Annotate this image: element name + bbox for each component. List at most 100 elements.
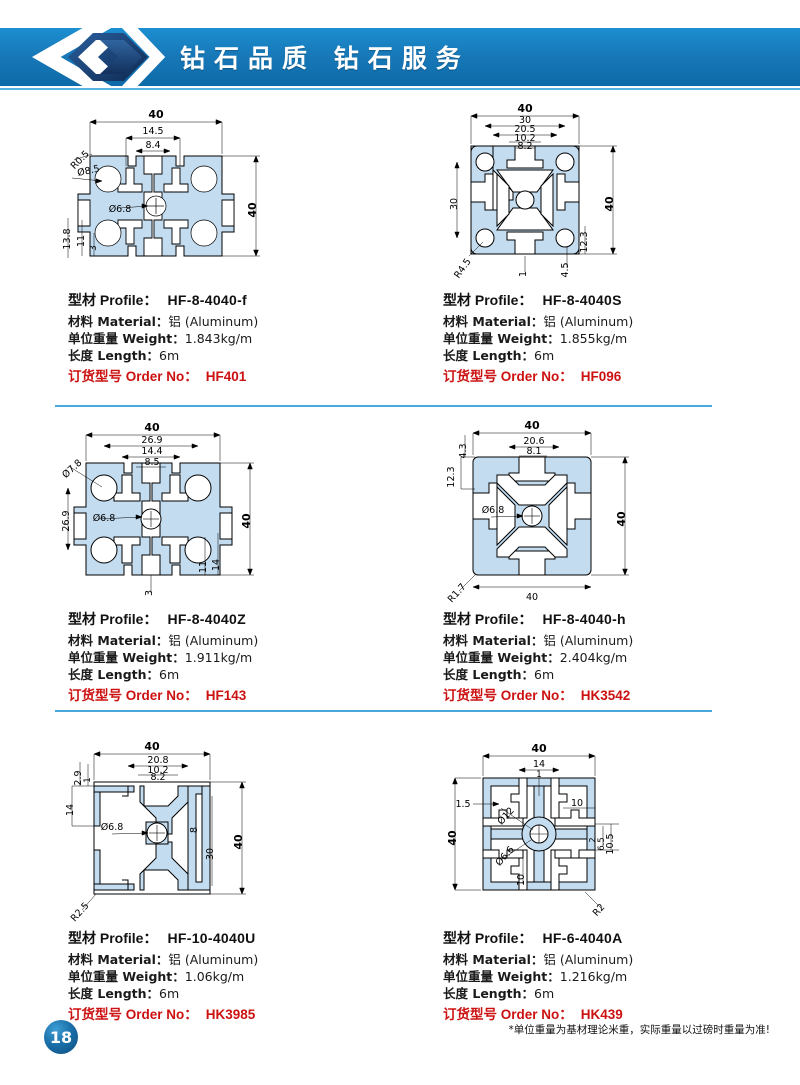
material-value: 铝 (Aluminum) <box>543 633 634 648</box>
profile-value: HF-8-4040-h <box>542 611 626 627</box>
material-value: 铝 (Aluminum) <box>543 952 634 967</box>
dim-40-width: 40 <box>144 740 160 753</box>
material-label: 材料 Material： <box>443 952 544 967</box>
dim-20-6: 20.6 <box>523 436 544 447</box>
dim-r2-5: R2.5 <box>69 901 92 924</box>
dim-40-height: 40 <box>603 196 616 212</box>
material-label: 材料 Material： <box>443 633 544 648</box>
weight-label: 单位重量 Weight： <box>68 650 185 665</box>
dim-10-2: 10.2 <box>147 765 168 776</box>
banner-title: 钻石品质 钻石服务 <box>180 44 470 73</box>
order-label: 订货型号 Order No： <box>443 688 573 703</box>
product-info-6: 型材 Profile：HF-6-4040A 材料 Material：铝 (Alu… <box>435 928 755 1025</box>
dim-26-9-left: 26.9 <box>61 510 72 531</box>
order-value: HK3542 <box>580 688 631 703</box>
dim-d7-8: Ø7.8 <box>60 457 84 480</box>
dim-40-height: 40 <box>246 202 259 218</box>
dim-14-4: 14.4 <box>141 446 162 457</box>
banner-underline <box>0 88 800 90</box>
dim-2: 2 <box>588 837 597 842</box>
product-card-5: 40 20.8 10.2 8.2 2.9 1 14 Ø6.8 8 30 40 R… <box>60 734 380 1025</box>
profile-value: HF-10-4040U <box>167 930 256 946</box>
dim-40-width: 40 <box>517 102 533 115</box>
weight-value: 2.404kg/m <box>559 650 628 665</box>
footer-note: *单位重量为基材理论米重，实际重量以过磅时重量为准! <box>508 1024 770 1036</box>
page-number-badge: 18 <box>44 1020 78 1054</box>
dim-1: 1 <box>518 271 529 277</box>
order-label: 订货型号 Order No： <box>443 369 573 384</box>
material-label: 材料 Material： <box>68 633 169 648</box>
dim-12-3: 12.3 <box>446 466 457 487</box>
dim-30: 30 <box>205 848 216 860</box>
profile-value: HF-8-4040S <box>542 292 622 308</box>
profile-line: 型材 Profile：HF-6-4040A <box>443 928 755 949</box>
dim-r2: R2 <box>591 902 608 919</box>
dim-8-2: 8.2 <box>150 772 165 783</box>
dim-10-2: 10.2 <box>514 133 535 144</box>
dim-4-3: 4.3 <box>458 443 469 458</box>
material-value: 铝 (Aluminum) <box>168 314 259 329</box>
profile-line: 型材 Profile：HF-8-4040-f <box>68 290 380 311</box>
order-line: 订货型号 Order No： HF401 <box>68 367 380 387</box>
product-card-3: 40 26.9 14.4 8.5 Ø7.8 Ø6.8 26.9 40 11 14… <box>60 415 380 706</box>
dim-8-2: 8.2 <box>517 141 532 152</box>
product-card-1: 40 14.5 8.4 R0.5 Ø8.5 Ø6.8 13.8 11 3 40 <box>60 96 380 387</box>
length-value: 6m <box>159 986 180 1001</box>
profile-value: HF-8-4040-f <box>167 292 248 308</box>
dim-10-5: 10.5 <box>605 833 616 854</box>
profile-drawing-3: 40 26.9 14.4 8.5 Ø7.8 Ø6.8 26.9 40 11 14… <box>60 415 380 605</box>
length-value: 6m <box>159 667 180 682</box>
dim-12-3: 12.3 <box>579 231 590 252</box>
profile-drawing-4: 40 4.3 20.6 8.1 12.3 Ø6.8 40 40 R1.7 <box>435 415 755 605</box>
weight-value: 1.843kg/m <box>184 331 253 346</box>
dim-40-right: 40 <box>615 511 628 527</box>
dim-40-height: 40 <box>232 834 245 850</box>
order-line: 订货型号 Order No：HF096 <box>443 367 755 387</box>
dim-11: 11 <box>198 561 209 573</box>
material-value: 铝 (Aluminum) <box>168 633 259 648</box>
dim-14: 14 <box>65 804 76 816</box>
material-value: 铝 (Aluminum) <box>543 314 634 329</box>
profile-value: HF-6-4040A <box>542 930 623 946</box>
weight-label: 单位重量 Weight： <box>68 969 185 984</box>
material-label: 材料 Material： <box>68 314 169 329</box>
product-grid: 40 14.5 8.4 R0.5 Ø8.5 Ø6.8 13.8 11 3 40 <box>0 96 800 1025</box>
diamond-logo-icon <box>68 33 148 81</box>
order-line: 订货型号 Order No：HF143 <box>68 686 380 706</box>
product-info-4: 型材 Profile：HF-8-4040-h 材料 Material：铝 (Al… <box>435 609 755 706</box>
weight-label: 单位重量 Weight： <box>443 650 560 665</box>
dim-40-top: 40 <box>531 742 547 755</box>
dim-d8-5: Ø8.5 <box>76 163 100 178</box>
order-value: HF401 <box>205 369 247 384</box>
length-value: 6m <box>159 348 180 363</box>
profile-drawing-6: 40 14 1 1.5 Ø12 Ø6.6 40 10 2 6.5 10.5 10 <box>435 734 755 924</box>
length-value: 6m <box>534 348 555 363</box>
weight-value: 1.911kg/m <box>184 650 253 665</box>
dim-20-8: 20.8 <box>147 755 168 766</box>
product-row-3: 40 20.8 10.2 8.2 2.9 1 14 Ø6.8 8 30 40 R… <box>0 734 800 1025</box>
dim-10-bottom: 10 <box>516 874 527 886</box>
product-card-2: 40 30 20.5 10.2 8.2 30 40 12.3 4.5 1 R4.… <box>435 96 755 387</box>
dim-20-5: 20.5 <box>514 124 535 135</box>
product-info-1: 型材 Profile：HF-8-4040-f 材料 Material：铝 (Al… <box>60 290 380 387</box>
weight-value: 1.216kg/m <box>559 969 628 984</box>
product-row-2: 40 26.9 14.4 8.5 Ø7.8 Ø6.8 26.9 40 11 14… <box>0 415 800 706</box>
length-label: 长度 Length： <box>68 667 160 682</box>
dim-30-left: 30 <box>449 198 460 210</box>
dim-8: 8 <box>189 827 200 833</box>
profile-label: 型材 Profile： <box>68 611 158 627</box>
profile-line: 型材 Profile：HF-8-4040-h <box>443 609 755 630</box>
dim-d6-8: Ø6.8 <box>109 204 132 215</box>
order-label: 订货型号 Order No： <box>68 688 198 703</box>
order-value: HK3985 <box>205 1007 256 1022</box>
row-divider-1 <box>55 405 712 407</box>
dim-40-left: 40 <box>446 830 459 846</box>
dim-13-8: 13.8 <box>62 228 73 249</box>
dim-8-4: 8.4 <box>145 140 160 151</box>
profile-label: 型材 Profile： <box>443 292 533 308</box>
product-card-6: 40 14 1 1.5 Ø12 Ø6.6 40 10 2 6.5 10.5 10 <box>435 734 755 1025</box>
order-value: HK439 <box>580 1007 623 1022</box>
order-label: 订货型号 Order No： <box>68 369 198 384</box>
order-label: 订货型号 Order No： <box>68 1007 198 1022</box>
dim-3: 3 <box>144 590 155 596</box>
